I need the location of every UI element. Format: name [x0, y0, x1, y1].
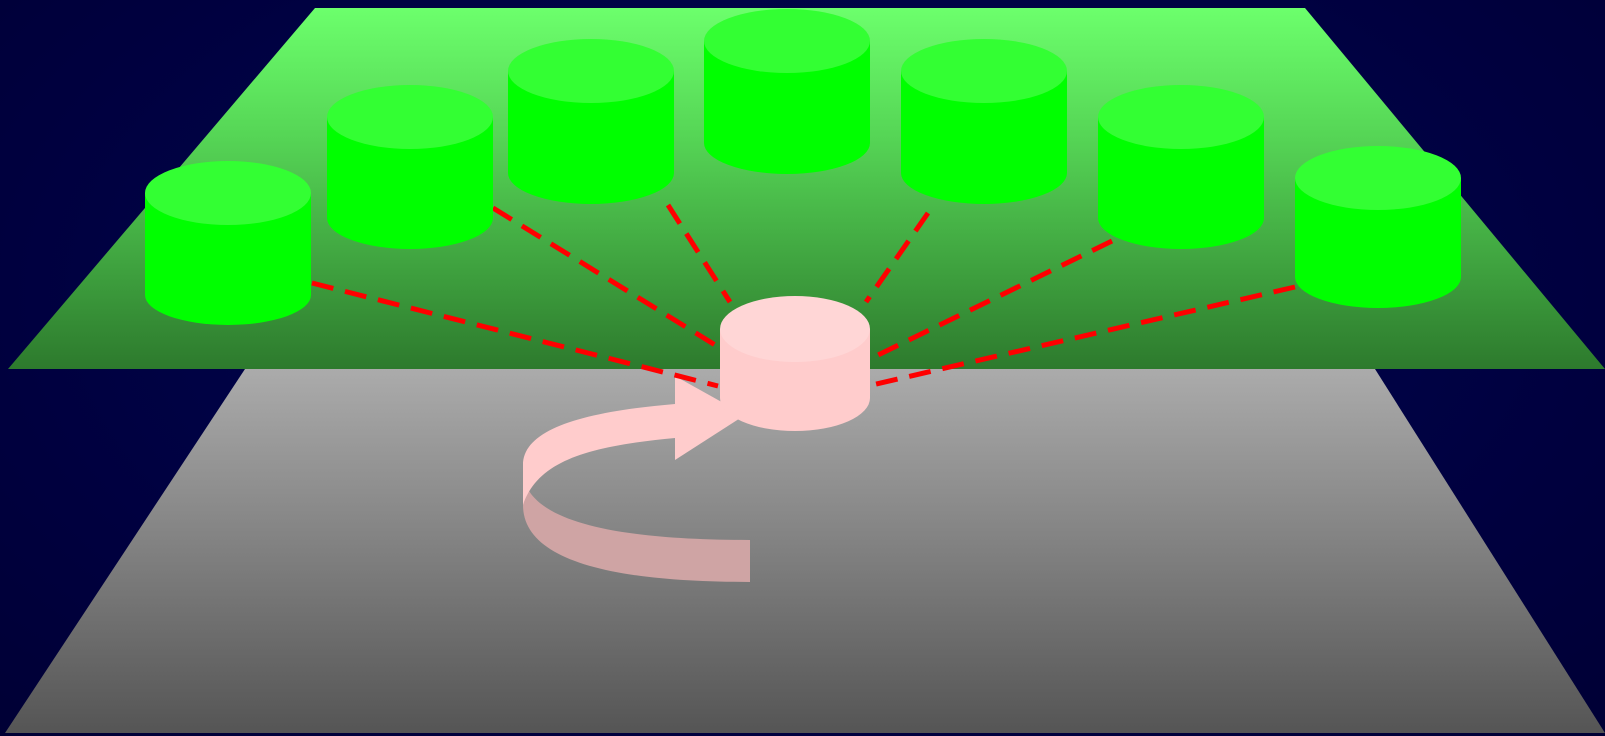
nodes — [145, 9, 1461, 325]
node-7-cylinder — [1295, 146, 1461, 308]
node-2-cylinder — [327, 85, 493, 249]
link-node-5 — [863, 211, 931, 304]
curved-arrow-head — [675, 376, 745, 460]
curved-arrow — [523, 376, 750, 582]
node-5-cylinder — [901, 39, 1067, 204]
node-3-cylinder — [508, 39, 674, 204]
node-6-cylinder — [1098, 85, 1264, 249]
link-node-2 — [491, 205, 722, 351]
link-node-6 — [870, 238, 1114, 361]
link-node-3 — [665, 203, 733, 304]
hub-top — [720, 296, 870, 362]
hub-cylinder — [720, 296, 870, 431]
lower-plane — [5, 369, 1605, 733]
links — [311, 203, 1296, 389]
node-4-cylinder — [704, 9, 870, 174]
curved-arrow-back-band — [523, 470, 750, 582]
curved-arrow-front-band — [523, 404, 675, 505]
node-1-cylinder — [145, 161, 311, 325]
link-node-7 — [871, 284, 1296, 388]
link-node-1 — [311, 280, 719, 389]
